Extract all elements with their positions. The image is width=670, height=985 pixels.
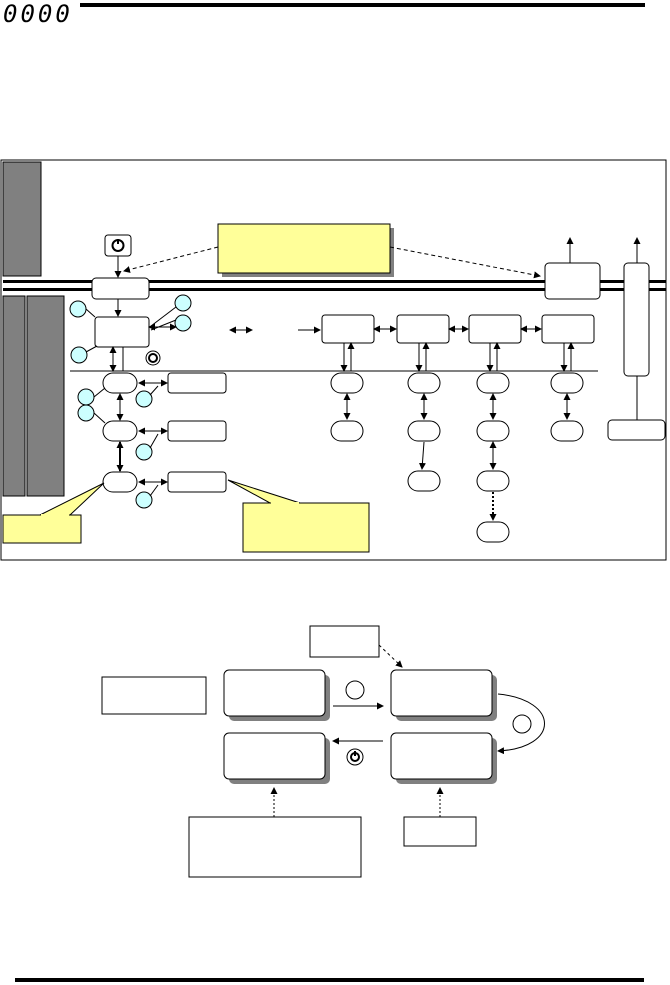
right-bottom-box [607,419,666,441]
value-box-2 [167,420,227,442]
column-b [407,342,441,492]
menu-box-1 [321,314,375,344]
lower-note-bottom [188,816,362,878]
sub-box-2 [102,420,138,442]
menu-box-4 [541,314,595,344]
menu-box-main [94,316,150,348]
diagram-frame [0,159,667,561]
power-icon [104,234,132,257]
column-d [550,342,584,442]
sub-box-3 [102,471,138,493]
menu-box-2 [396,314,450,344]
lower-note-left [101,676,207,715]
lower-box-bl [223,732,326,780]
loop-arrow [497,693,545,755]
column-left [2,295,26,497]
power-icon-small [145,350,161,366]
header-logo: 0000 [3,0,73,28]
sub-box-1 [102,372,138,394]
circle-key-icon-loop [512,714,532,734]
lower-callout-top [309,625,380,658]
column-right [26,295,65,497]
lower-box-tl [223,669,326,717]
column-a [330,342,364,442]
right-box [544,262,601,300]
header-rule [80,3,645,7]
lower-box-br [390,732,493,780]
lower-note-right [403,816,477,847]
bus-line-lower [3,288,666,291]
circle-key-icon [345,680,365,700]
value-box-3 [167,471,227,493]
right-bar [623,262,650,377]
callout-top-box [217,223,391,274]
entry-box [91,277,150,300]
footer-rule [15,978,644,982]
power-icon-lower [346,748,364,766]
lower-diagram [101,625,545,878]
menu-box-3 [468,314,522,344]
lower-box-tr [390,669,493,717]
callout-right [242,502,370,553]
column-c [476,342,510,543]
circle-key-icons [69,294,192,509]
callout-left [2,514,82,544]
value-box-1 [167,372,227,394]
level-columns [2,161,65,497]
column-top [2,161,42,277]
bus-line-upper [3,280,666,283]
